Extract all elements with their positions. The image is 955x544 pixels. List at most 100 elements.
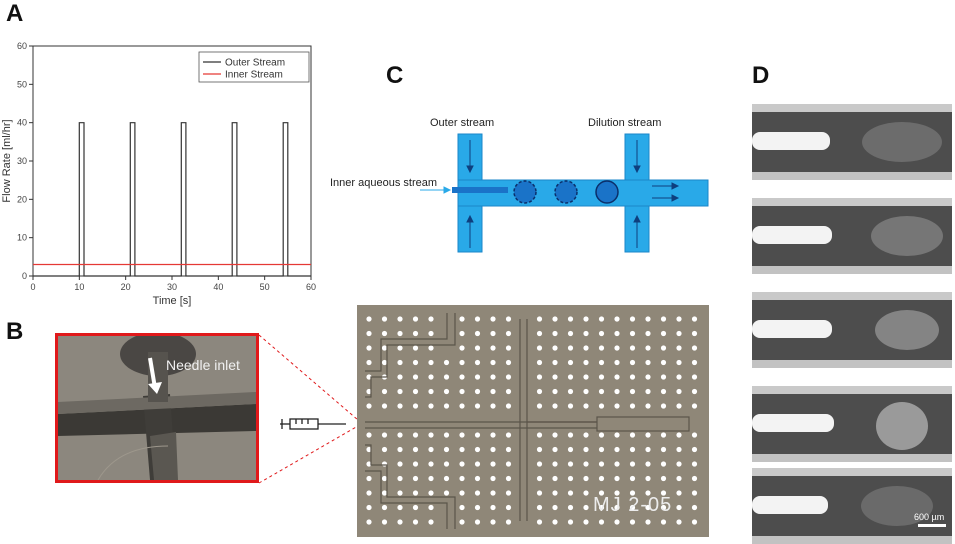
pillar — [629, 374, 636, 380]
pillar — [412, 345, 419, 351]
pillar — [459, 504, 465, 511]
pillar — [598, 475, 605, 482]
pillar — [676, 403, 682, 409]
pillar — [397, 388, 403, 395]
pillar — [676, 388, 682, 395]
pillar — [536, 446, 543, 453]
scale-bar-label: 600 µm — [914, 512, 944, 522]
pillar — [552, 403, 558, 409]
micrograph-frame: 600 µm — [752, 468, 952, 544]
pillar — [629, 403, 636, 409]
pillar — [660, 504, 667, 511]
x-tick-label: 60 — [306, 282, 316, 292]
pillar — [366, 388, 372, 395]
pillar — [567, 388, 574, 395]
pillar — [381, 475, 388, 482]
pillar — [567, 461, 574, 467]
pillar — [428, 504, 434, 511]
legend-box — [198, 51, 310, 83]
pillar — [645, 446, 651, 453]
pillar — [598, 461, 605, 467]
pillar — [614, 432, 620, 438]
pillar — [676, 461, 682, 467]
panel-letter-a: A — [6, 0, 24, 27]
pillar — [598, 316, 605, 322]
pillar — [583, 345, 589, 351]
pillar — [412, 475, 419, 482]
needle-inlet-label: Needle inlet — [166, 357, 240, 373]
pillar — [552, 388, 558, 395]
flow-arrows — [420, 140, 680, 248]
pillar — [676, 504, 682, 511]
y-tick-label: 0 — [22, 271, 27, 281]
pillar — [428, 461, 434, 467]
pillar — [552, 519, 558, 525]
pillar — [660, 461, 667, 467]
pillar — [397, 345, 403, 351]
pillar — [676, 475, 682, 482]
pillar — [536, 490, 543, 496]
pillar — [412, 403, 419, 409]
pillar — [660, 446, 667, 453]
pillar — [567, 374, 574, 380]
pillar — [412, 432, 419, 438]
pillar — [459, 374, 465, 380]
x-tick-label: 20 — [121, 282, 131, 292]
pillar — [536, 475, 543, 482]
y-tick-label: 40 — [17, 118, 27, 128]
pillar — [397, 475, 403, 482]
pillar — [366, 316, 372, 322]
pillar — [366, 446, 372, 453]
pillar — [691, 374, 698, 380]
pillar — [660, 316, 667, 322]
pillar — [443, 446, 450, 453]
pillar — [474, 316, 481, 322]
pillar — [459, 359, 465, 366]
pillar — [552, 446, 558, 453]
pillar — [412, 504, 419, 511]
panel-letter-b: B — [6, 318, 24, 345]
pillar — [428, 403, 434, 409]
pillar — [676, 374, 682, 380]
pillar — [614, 316, 620, 322]
pillar — [381, 519, 388, 525]
pillar — [676, 345, 682, 351]
pillar — [381, 316, 388, 322]
pillar — [614, 374, 620, 380]
pillar — [676, 519, 682, 525]
x-tick-label: 40 — [213, 282, 223, 292]
pillar — [567, 504, 574, 511]
pillar — [583, 316, 589, 322]
pillar — [598, 330, 605, 337]
dilution-stream-label: Dilution stream — [588, 117, 661, 129]
pillar — [598, 446, 605, 453]
pillar — [428, 359, 434, 366]
pillar — [536, 316, 543, 322]
pillar — [614, 490, 620, 496]
pillar — [428, 374, 434, 380]
pillar — [567, 403, 574, 409]
pillar — [614, 330, 620, 337]
pillar — [474, 446, 481, 453]
syringe-icon — [280, 418, 346, 430]
pillar — [629, 490, 636, 496]
pillar — [397, 374, 403, 380]
pillar — [474, 432, 481, 438]
pillar — [474, 504, 481, 511]
pillar — [505, 490, 512, 496]
pillar — [629, 519, 636, 525]
pillar — [443, 359, 450, 366]
pillar — [397, 316, 403, 322]
pillar — [490, 432, 496, 438]
pillar — [614, 388, 620, 395]
pillar — [366, 519, 372, 525]
pillar — [428, 475, 434, 482]
pillar — [645, 388, 651, 395]
pillar — [381, 461, 388, 467]
pillar — [645, 316, 651, 322]
pillar — [397, 519, 403, 525]
pillar — [505, 345, 512, 351]
pillar — [474, 475, 481, 482]
